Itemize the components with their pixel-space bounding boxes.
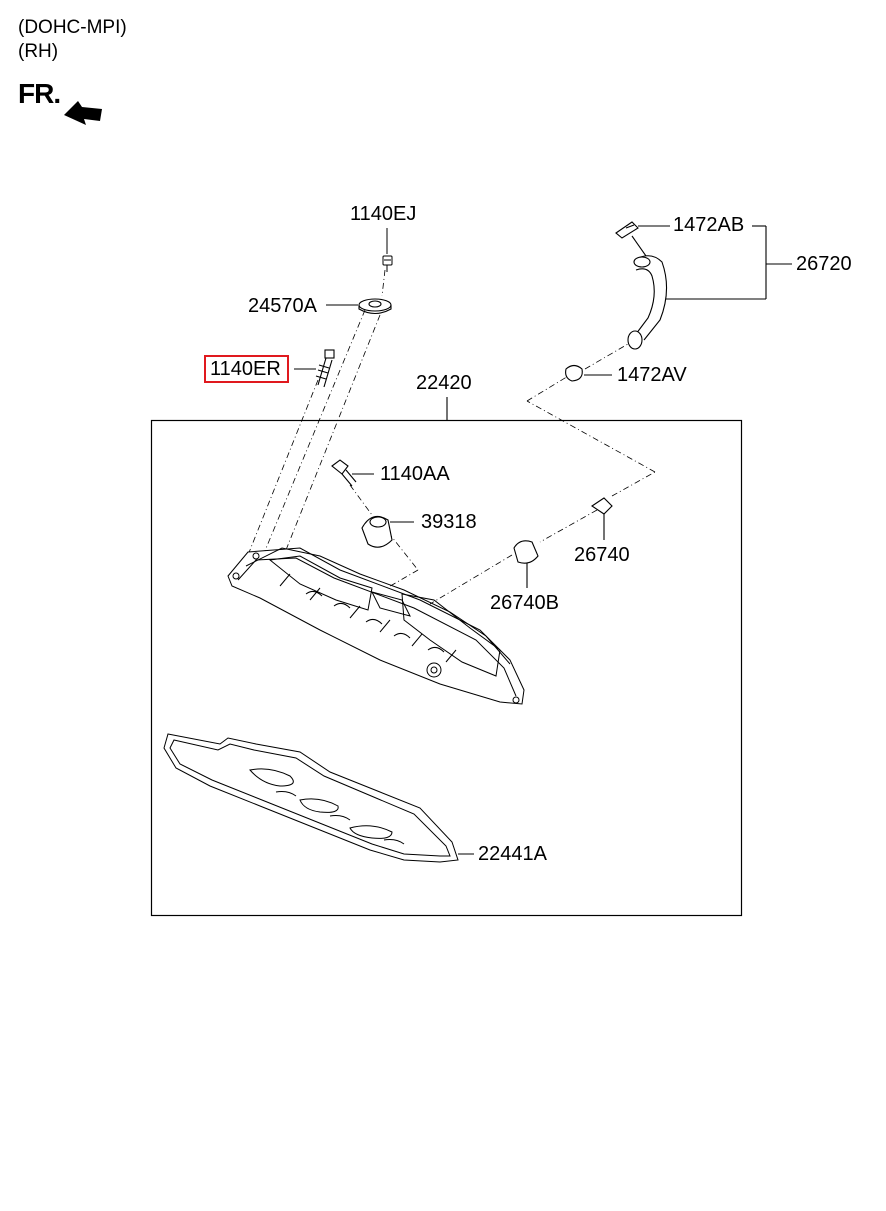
label-22441A: 22441A xyxy=(478,843,547,865)
assembly-dash-lines xyxy=(245,269,656,605)
label-1472AB: 1472AB xyxy=(673,214,745,236)
side-label: (RH) xyxy=(18,41,59,62)
label-1140AA: 1140AA xyxy=(380,463,450,485)
fitting-39318 xyxy=(361,515,414,548)
assembly-frame xyxy=(150,419,743,917)
label-26740B: 26740B xyxy=(490,592,559,614)
front-indicator-label: FR. xyxy=(18,78,61,109)
gasket-22441A xyxy=(163,733,474,863)
grommet-26740B xyxy=(513,540,539,588)
front-arrow-icon xyxy=(64,101,102,125)
label-1140EJ: 1140EJ xyxy=(350,203,417,225)
cylinder-head-cover xyxy=(227,547,525,705)
label-39318: 39318 xyxy=(421,511,477,533)
label-22420: 22420 xyxy=(416,372,472,394)
bolt-1140ER xyxy=(294,349,335,388)
nipple-26740 xyxy=(591,497,613,540)
hose-assembly-26720 xyxy=(615,221,792,350)
clip-1472AV xyxy=(565,364,612,382)
bolt-1140AA xyxy=(331,459,374,487)
grommet-24570A xyxy=(326,298,392,315)
engine-variant-label: (DOHC-MPI) xyxy=(18,17,127,38)
label-1472AV: 1472AV xyxy=(617,364,687,386)
label-1140ER-highlighted: 1140ER xyxy=(204,355,289,383)
bolt-1140EJ xyxy=(382,228,393,272)
label-26740: 26740 xyxy=(574,544,630,566)
label-24570A: 24570A xyxy=(248,295,317,317)
label-26720: 26720 xyxy=(796,253,852,275)
